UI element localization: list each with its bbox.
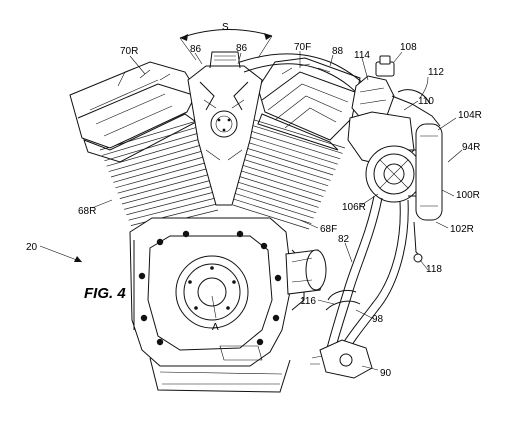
cooling-fin <box>124 185 214 210</box>
cooling-fin <box>102 125 202 156</box>
cooling-fin <box>241 152 331 181</box>
bolt <box>260 242 268 250</box>
cooling-fin <box>239 164 326 192</box>
intake-tube <box>239 53 369 99</box>
ref-100R: 100R <box>456 190 480 201</box>
cooling-fin <box>233 198 312 224</box>
cooling-fin <box>237 175 322 203</box>
center-valley <box>187 51 263 206</box>
cooling-fin <box>108 143 205 172</box>
ref-106R: 106R <box>342 202 366 213</box>
ref-20: 20 <box>26 242 38 253</box>
cooling-fin <box>245 129 341 160</box>
bolt <box>182 230 190 238</box>
ref-82: 82 <box>338 234 350 245</box>
ref-116: 116 <box>300 296 316 307</box>
cooling-fin <box>234 193 314 219</box>
cooling-fin <box>110 149 207 178</box>
cooling-fin <box>247 117 346 149</box>
cooling-fin <box>240 158 329 187</box>
cooling-fin <box>106 137 204 167</box>
bolt <box>140 314 148 322</box>
cooling-fin <box>232 204 310 230</box>
bolt <box>156 338 164 346</box>
cooling-fin <box>246 123 343 154</box>
cooling-fin <box>235 187 317 214</box>
bolt <box>272 314 280 322</box>
front-cylinder-fins <box>232 117 346 230</box>
ref-102R: 102R <box>450 224 474 235</box>
front-cylinder-head <box>257 57 361 151</box>
air-cleaner-assembly <box>347 55 443 263</box>
ref-70R-left: 70R <box>120 46 138 57</box>
oil-filter <box>285 249 327 295</box>
ref-68R: 68R <box>78 206 96 217</box>
cooling-fin <box>117 167 210 194</box>
ref-90: 90 <box>380 368 392 379</box>
cooling-fin <box>126 191 215 216</box>
bolt <box>156 238 164 246</box>
ref-114: 114 <box>354 50 370 61</box>
ref-104R: 104R <box>458 110 482 121</box>
leader-lines <box>39 51 463 371</box>
ref-68F: 68F <box>320 224 337 235</box>
cooling-fin <box>128 197 216 221</box>
bolt <box>138 272 146 280</box>
bolt <box>274 274 282 282</box>
cooling-fin <box>238 169 324 197</box>
rear-cylinder-head <box>69 61 198 163</box>
cooling-fin <box>104 131 203 162</box>
ref-108: 108 <box>400 42 417 53</box>
bolt <box>236 230 244 238</box>
ref-94R: 94R <box>462 142 480 153</box>
figure-label: FIG. 4 <box>84 285 126 302</box>
cooling-fin <box>115 161 209 189</box>
reference-labels: 70R 86 S 86 70F 88 114 108 112 110 104R … <box>26 22 482 379</box>
cooling-fin <box>236 181 319 208</box>
cooling-fin <box>113 155 208 183</box>
cooling-fin <box>243 140 336 170</box>
ref-86-right: 86 <box>236 43 248 54</box>
cooling-fin <box>121 179 213 205</box>
cooling-fin <box>242 146 334 176</box>
bolt <box>256 338 264 346</box>
sensor-unit <box>310 339 373 379</box>
ref-86-left: 86 <box>190 44 202 55</box>
rear-cylinder-fins <box>99 119 219 232</box>
cooling-fin <box>244 135 338 165</box>
crankcase <box>129 217 305 393</box>
ref-118: 118 <box>426 264 442 275</box>
ref-98: 98 <box>372 314 384 325</box>
ref-70F: 70F <box>294 42 311 53</box>
charge-hoses <box>325 195 409 355</box>
crankcase-bolts <box>138 230 282 346</box>
cooling-fin <box>119 173 211 199</box>
dimension-S <box>179 29 273 61</box>
ref-A: A <box>212 322 219 333</box>
ref-110: 110 <box>418 96 434 107</box>
ref-S: S <box>222 22 229 33</box>
ref-112: 112 <box>428 67 444 78</box>
ref-88: 88 <box>332 46 344 57</box>
